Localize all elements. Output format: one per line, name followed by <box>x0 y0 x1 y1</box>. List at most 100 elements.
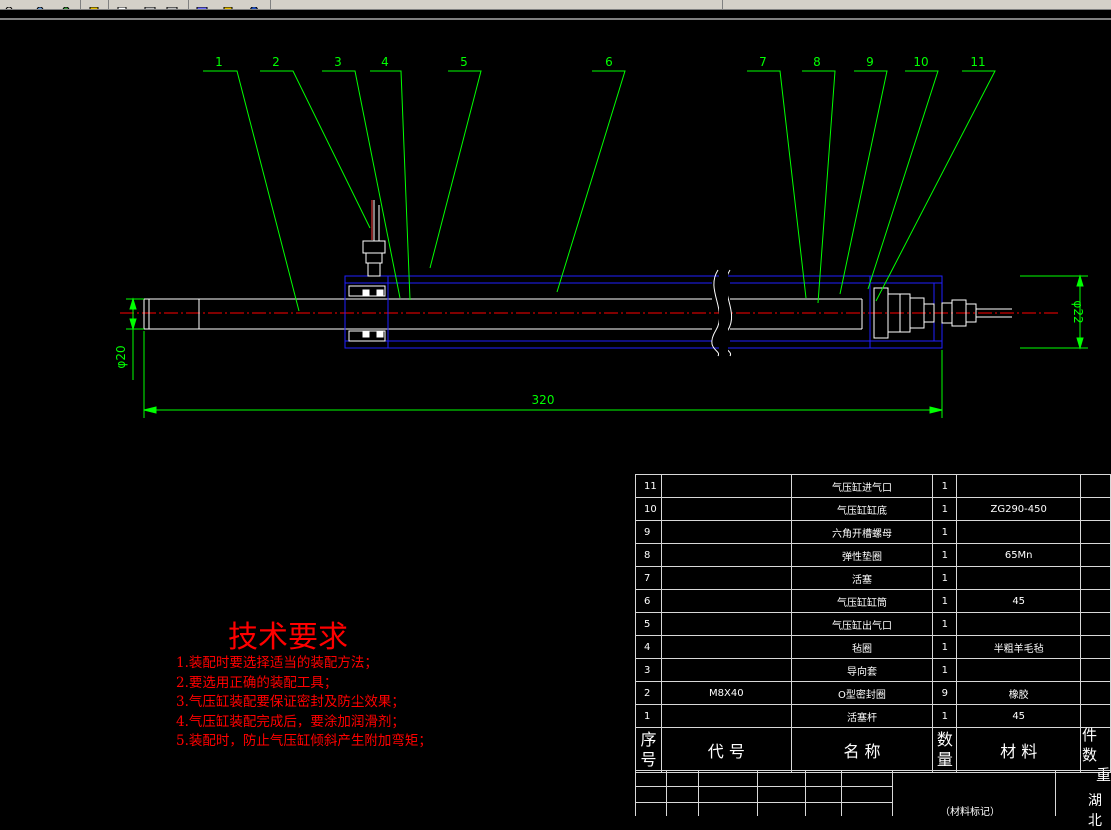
bom-cell-qty: 1 <box>932 704 958 728</box>
bom-cell-code <box>660 474 792 498</box>
bom-cell-extra <box>1080 681 1111 705</box>
bom-cell-material: 45 <box>956 589 1082 613</box>
design-center-icon[interactable] <box>116 0 128 9</box>
bom-cell-qty: 9 <box>932 681 958 705</box>
title-block-line <box>635 802 892 803</box>
bom-cell-material <box>956 474 1082 498</box>
bom-cell-code: M8X40 <box>660 681 792 705</box>
bom-cell-qty: 1 <box>932 520 958 544</box>
bom-cell-name: 弹性垫圈 <box>790 543 934 567</box>
bom-cell-name: 活塞杆 <box>790 704 934 728</box>
dimension-cylinder-diameter <box>1020 274 1088 350</box>
bom-cell-material: 橡胶 <box>956 681 1082 705</box>
bom-cell-no: 1 <box>635 704 662 728</box>
bom-cell-no: 9 <box>635 520 662 544</box>
bom-cell-material <box>956 612 1082 636</box>
tech-item: 2.要选用正确的装配工具； <box>176 674 338 691</box>
tech-list: 1.装配时要选择适当的装配方法； 2.要选用正确的装配工具； 3.气压缸装配要保… <box>176 654 432 752</box>
cad-toolbar <box>0 0 1111 10</box>
bom-cell-no: 11 <box>635 474 662 498</box>
bom-cell-qty: 1 <box>932 543 958 567</box>
bom-cell-extra <box>1080 589 1111 613</box>
title-block-line <box>892 770 893 816</box>
zoom-icon[interactable] <box>4 0 16 9</box>
bom-cell-no: 8 <box>635 543 662 567</box>
properties-icon[interactable] <box>88 0 100 9</box>
bom-cell-material: ZG290-450 <box>956 497 1082 521</box>
title-block-line <box>805 770 806 816</box>
bom-cell-code <box>660 612 792 636</box>
bom-cell-code <box>660 566 792 590</box>
title-block-line <box>757 770 758 816</box>
tech-title: 技术要求 <box>228 620 348 655</box>
bom-cell-qty: 1 <box>932 635 958 659</box>
calculator-icon[interactable] <box>222 0 234 9</box>
bom-cell-no: 10 <box>635 497 662 521</box>
title-block <box>635 770 1111 816</box>
bom-cell-extra <box>1080 704 1111 728</box>
bom-cell-extra <box>1080 497 1111 521</box>
balloon-leaders <box>203 70 996 312</box>
toolbar-separator <box>188 0 189 9</box>
tech-item: 1.装配时要选择适当的装配方法； <box>176 655 378 671</box>
tech-item: 3.气压缸装配要保证密封及防尘效果； <box>176 694 405 710</box>
pan-icon[interactable] <box>60 0 72 9</box>
company-name: 湖北 <box>1088 793 1102 829</box>
break-gap <box>719 270 728 356</box>
bom-cell-no: 4 <box>635 635 662 659</box>
bom-cell-material <box>956 566 1082 590</box>
bom-cell-name: 毡圈 <box>790 635 934 659</box>
bom-cell-qty: 1 <box>932 589 958 613</box>
sheet-set-icon[interactable] <box>166 0 178 9</box>
zoom-window-icon[interactable] <box>34 0 46 9</box>
bom-cell-code <box>660 704 792 728</box>
bom-cell-name: 气压缸进气口 <box>790 474 934 498</box>
dimension-length-text: 320 <box>532 393 555 407</box>
toolbar-separator <box>722 0 723 9</box>
bom-cell-no: 7 <box>635 566 662 590</box>
bom-cell-name: 气压缸出气口 <box>790 612 934 636</box>
title-block-line <box>666 770 667 816</box>
title-block-line <box>1055 770 1056 816</box>
balloon-label: 9 <box>866 55 874 69</box>
bom-header-no: 序 号 <box>635 727 662 773</box>
bom-cell-name: 导向套 <box>790 658 934 682</box>
help-icon[interactable] <box>248 0 260 9</box>
piston-rod <box>143 298 863 330</box>
bom-cell-extra <box>1080 566 1111 590</box>
balloon-labels: 1 2 3 4 5 6 7 8 9 10 11 <box>215 55 985 69</box>
title-block-line <box>635 770 636 816</box>
bom-cell-qty: 1 <box>932 566 958 590</box>
material-note: （材料标记） <box>940 807 1000 818</box>
bom-cell-material <box>956 520 1082 544</box>
toolbar-separator <box>108 0 109 9</box>
inlet-port <box>941 299 1012 327</box>
bom-header-name: 名 称 <box>790 727 934 773</box>
bom-cell-extra <box>1080 543 1111 567</box>
markup-icon[interactable] <box>196 0 208 9</box>
toolbar-separator <box>80 0 81 9</box>
balloon-label: 10 <box>913 55 928 69</box>
balloon-label: 1 <box>215 55 223 69</box>
bom-header-material: 材 料 <box>956 727 1082 773</box>
bom-cell-name: 活塞 <box>790 566 934 590</box>
bom-header-code: 代 号 <box>660 727 792 773</box>
tool-palette-icon[interactable] <box>144 0 156 9</box>
bom-cell-qty: 1 <box>932 497 958 521</box>
tech-item: 4.气压缸装配完成后，要涂加润滑剂； <box>176 713 405 730</box>
dimension-rod-diameter <box>126 297 144 380</box>
bom-cell-name: O型密封圈 <box>790 681 934 705</box>
bom-header-qty: 数 量 <box>932 727 958 773</box>
bom-header-row: 序 号 代 号 名 称 数 量 材 料 <box>635 727 1111 773</box>
bom-cell-name: 气压缸缸底 <box>790 497 934 521</box>
bom-cell-no: 3 <box>635 658 662 682</box>
